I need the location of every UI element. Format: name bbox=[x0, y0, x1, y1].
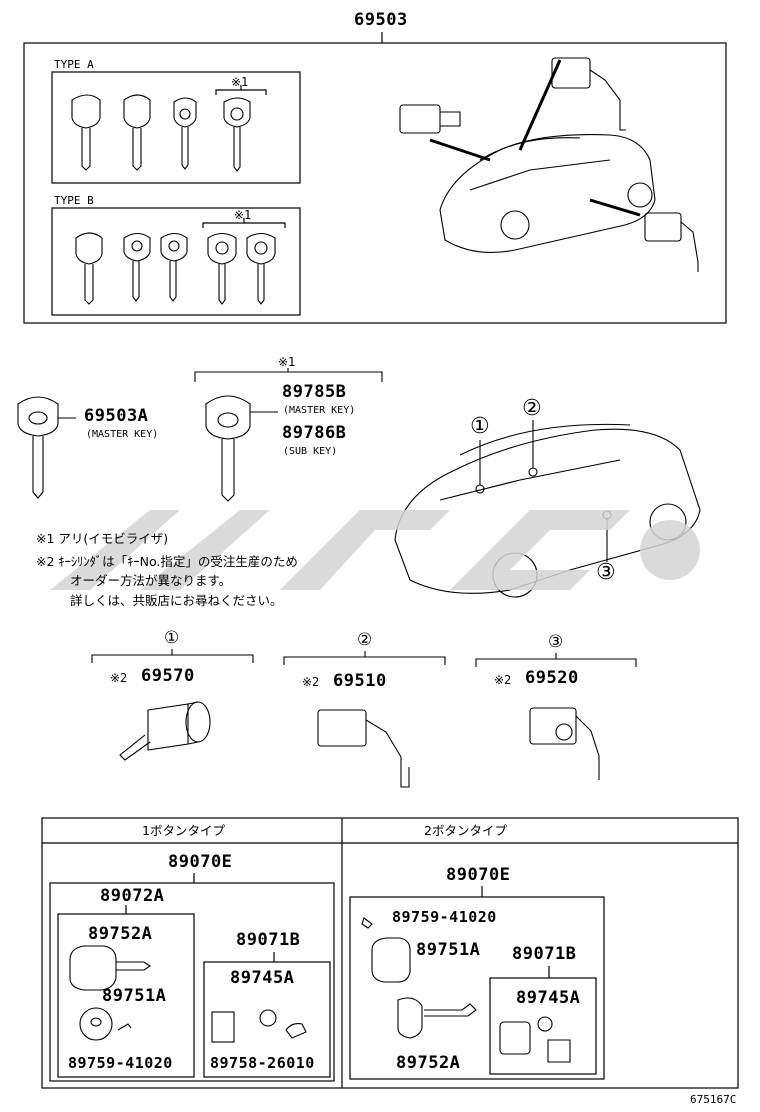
frame-69503 bbox=[23, 42, 727, 324]
type-a-label: TYPE A bbox=[54, 58, 94, 71]
type-b-keys bbox=[75, 232, 276, 305]
label-master-key-b: (MASTER KEY) bbox=[283, 405, 356, 416]
order-mark-69510: ※2 bbox=[302, 675, 320, 689]
note-2: ※2 ｷｰｼﾘﾝﾀﾞは「ｷｰNo.指定」の受注生産のため bbox=[36, 554, 298, 569]
part-number-89070e-left: 89070E bbox=[168, 852, 233, 872]
part-number-69503: 69503 bbox=[354, 10, 408, 30]
part-number-89071b-right: 89071B bbox=[512, 944, 577, 964]
part-number-89758-26010: 89758-26010 bbox=[210, 1054, 315, 1072]
part-number-89072a: 89072A bbox=[100, 886, 165, 906]
part-number-89071b-left: 89071B bbox=[236, 930, 301, 950]
part-number-89745a-left: 89745A bbox=[230, 968, 295, 988]
part-number-89786b: 89786B bbox=[282, 423, 347, 443]
key-89785b-drawing bbox=[194, 368, 383, 502]
part-number-89745a-right: 89745A bbox=[516, 988, 581, 1008]
part-number-69520: 69520 bbox=[525, 668, 579, 688]
note-3: オーダー方法が異なります。 bbox=[70, 573, 232, 588]
part-number-89751a-right: 89751A bbox=[416, 940, 481, 960]
remote-frames bbox=[41, 817, 739, 1089]
cylinder-brackets bbox=[91, 649, 637, 667]
part-number-69570: 69570 bbox=[141, 666, 195, 686]
immobilizer-mark-keys: ※1 bbox=[278, 355, 296, 369]
part-number-89752a-left: 89752A bbox=[88, 924, 153, 944]
label-sub-key: (SUB KEY) bbox=[283, 446, 338, 457]
top-car-drawing bbox=[399, 57, 699, 272]
cylinder-drawings bbox=[119, 701, 600, 788]
middle-car-drawing bbox=[394, 420, 701, 598]
location-marker-1: ① bbox=[470, 414, 490, 439]
part-number-69503a: 69503A bbox=[84, 406, 149, 426]
location-marker-3: ③ bbox=[596, 560, 616, 585]
immobilizer-mark-a: ※1 bbox=[231, 75, 249, 89]
note-4: 詳しくは、共販店にお尋ねください。 bbox=[70, 593, 283, 608]
note-1: ※1 アリ(イモビライザ) bbox=[36, 531, 169, 546]
cylinder-label-3: ③ bbox=[548, 632, 564, 652]
label-master-key-a: (MASTER KEY) bbox=[86, 429, 159, 440]
part-number-89785b: 89785B bbox=[282, 382, 347, 402]
type-b-label: TYPE B bbox=[54, 194, 94, 207]
part-number-89759-41020-left: 89759-41020 bbox=[68, 1054, 173, 1072]
part-number-89070e-right: 89070E bbox=[446, 865, 511, 885]
remote-1-button-title: 1ボタンタイプ bbox=[142, 823, 225, 838]
frame-type-b bbox=[51, 207, 301, 316]
figure-code: 675167C bbox=[690, 1093, 737, 1106]
remote-parts-drawings bbox=[69, 917, 571, 1063]
immobilizer-mark-b: ※1 bbox=[234, 208, 252, 222]
location-marker-2: ② bbox=[522, 396, 542, 421]
order-mark-69570: ※2 bbox=[110, 671, 128, 685]
part-number-69510: 69510 bbox=[333, 671, 387, 691]
part-number-89751a-left: 89751A bbox=[102, 986, 167, 1006]
cylinder-label-2: ② bbox=[357, 630, 373, 650]
order-mark-69520: ※2 bbox=[494, 673, 512, 687]
frame-type-a bbox=[51, 71, 301, 184]
remote-2-button-title: 2ボタンタイプ bbox=[424, 823, 507, 838]
cylinder-label-1: ① bbox=[164, 628, 180, 648]
part-number-89752a-right: 89752A bbox=[396, 1053, 461, 1073]
type-a-keys bbox=[71, 94, 251, 172]
part-number-89759-41020-right: 89759-41020 bbox=[392, 908, 497, 926]
key-69503a-drawing bbox=[17, 396, 76, 499]
